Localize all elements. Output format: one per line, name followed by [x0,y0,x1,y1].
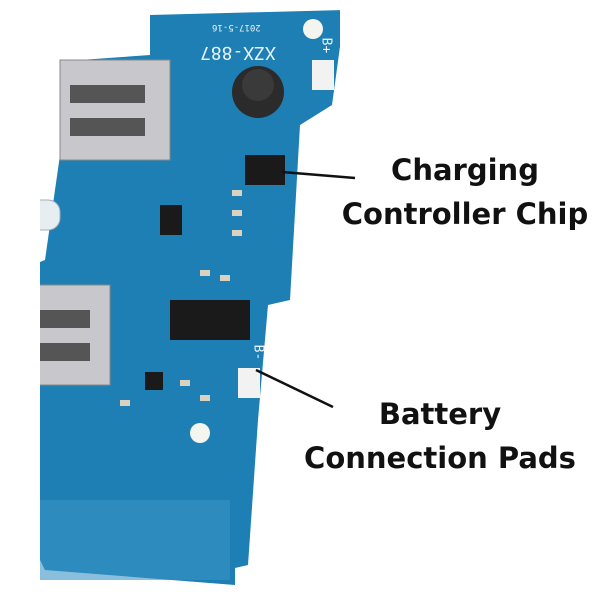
charging-chip [245,155,285,185]
charging-controller-chip-label: Charging Controller Chip [330,148,600,236]
led [40,199,61,231]
main-chip [170,300,250,340]
pads-callout-line [255,368,334,409]
label-line: Connection Pads [304,441,576,475]
mount-hole [303,19,323,39]
pad-b-plus [312,60,334,90]
usb-port-bottom [40,284,111,386]
label-line: Charging [391,153,539,187]
label-line: Battery [378,397,502,431]
mount-hole [190,423,210,443]
pad-b-minus [238,368,260,398]
pcb-board-photo [40,10,340,585]
chip-callout-line [281,170,356,180]
usb-port-top [59,59,171,161]
battery-connection-pads-label: Battery Connection Pads [290,392,590,480]
label-line: Controller Chip [341,197,589,231]
